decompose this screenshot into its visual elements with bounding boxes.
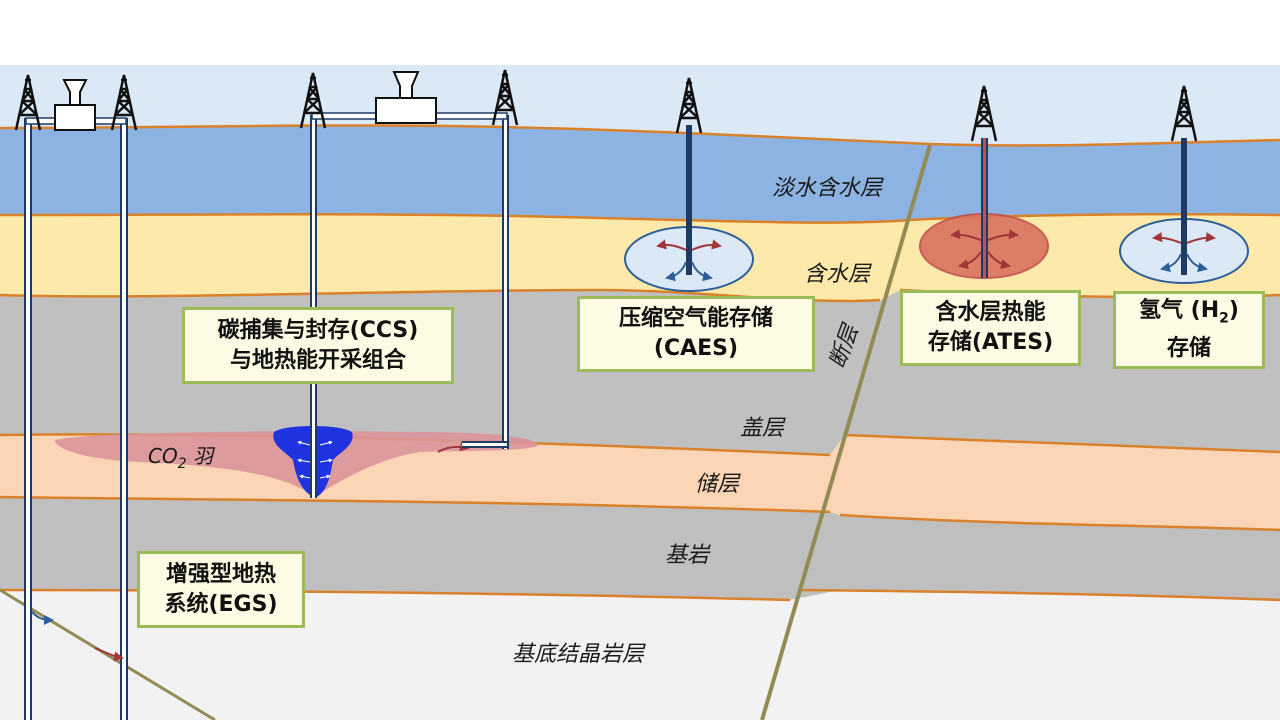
- egs-box: 增强型地热 系统(EGS): [137, 551, 305, 628]
- egs-wells: [24, 79, 128, 720]
- crystalline-basement-label: 基底结晶岩层: [512, 642, 645, 667]
- drilling-rig-icon: [299, 72, 327, 129]
- freshwater-aquifer-label: 淡水含水层: [772, 176, 883, 201]
- egs-box-line2: 系统(EGS): [164, 591, 278, 617]
- ccs-box-line1: 碳捕集与封存(CCS): [217, 317, 419, 343]
- caes-box-line1: 压缩空气能存储: [618, 306, 773, 331]
- ates-box-line2: 存储(ATES): [927, 330, 1054, 355]
- drilling-rig-icon: [491, 69, 519, 126]
- h2-box-line2: 存储: [1166, 335, 1211, 361]
- co2-plume-text: CO: [148, 444, 178, 468]
- ates-box: 含水层热能 存储(ATES): [900, 290, 1081, 366]
- drilling-rig-icon: [675, 77, 703, 134]
- h2-box-line1-pre: 氢气 (H: [1139, 298, 1220, 324]
- caes-box-line2: (CAES): [653, 336, 739, 361]
- co2-plume-label: CO2 羽: [148, 440, 213, 472]
- ates-well: [919, 138, 1049, 279]
- drilling-rig-icon: [110, 74, 138, 131]
- ccs-box: 碳捕集与封存(CCS) 与地热能开采组合: [182, 307, 454, 384]
- caes-box: 压缩空气能存储 (CAES): [577, 296, 815, 372]
- egs-box-line1: 增强型地热: [165, 561, 276, 587]
- drilling-rig-icon: [970, 85, 998, 142]
- caes-well: [624, 125, 754, 292]
- ccs-box-line2: 与地热能开采组合: [229, 347, 406, 373]
- h2-box-line1: 氢气 (H2): [1139, 296, 1239, 333]
- ccs-wells: [310, 71, 509, 498]
- co2-plume-suffix: 羽: [186, 444, 213, 468]
- egs-fracture-line: [0, 588, 216, 720]
- aquifer-label: 含水层: [804, 262, 871, 287]
- drilling-rig-icon: [1170, 85, 1198, 142]
- bedrock-label: 基岩: [665, 543, 710, 568]
- fault-line: [760, 144, 932, 720]
- caprock-label: 盖层: [740, 416, 785, 441]
- h2-box-line1-post: ): [1228, 298, 1239, 324]
- drilling-rig-icon: [14, 74, 42, 131]
- freshwater-aquifer-layer: [0, 125, 1280, 223]
- ates-box-line1: 含水层热能: [935, 300, 1046, 325]
- plume-flow-arrows: [297, 440, 333, 479]
- h2-box-line1-sub: 2: [1219, 310, 1229, 327]
- h2-box: 氢气 (H2) 存储: [1113, 291, 1265, 369]
- reservoir-label: 储层: [695, 472, 740, 497]
- h2-well: [1119, 138, 1249, 284]
- bedrock-layer: [0, 497, 1280, 600]
- drilling-rig-icons: [14, 69, 1198, 142]
- co2-plume-subscript: 2: [177, 456, 187, 472]
